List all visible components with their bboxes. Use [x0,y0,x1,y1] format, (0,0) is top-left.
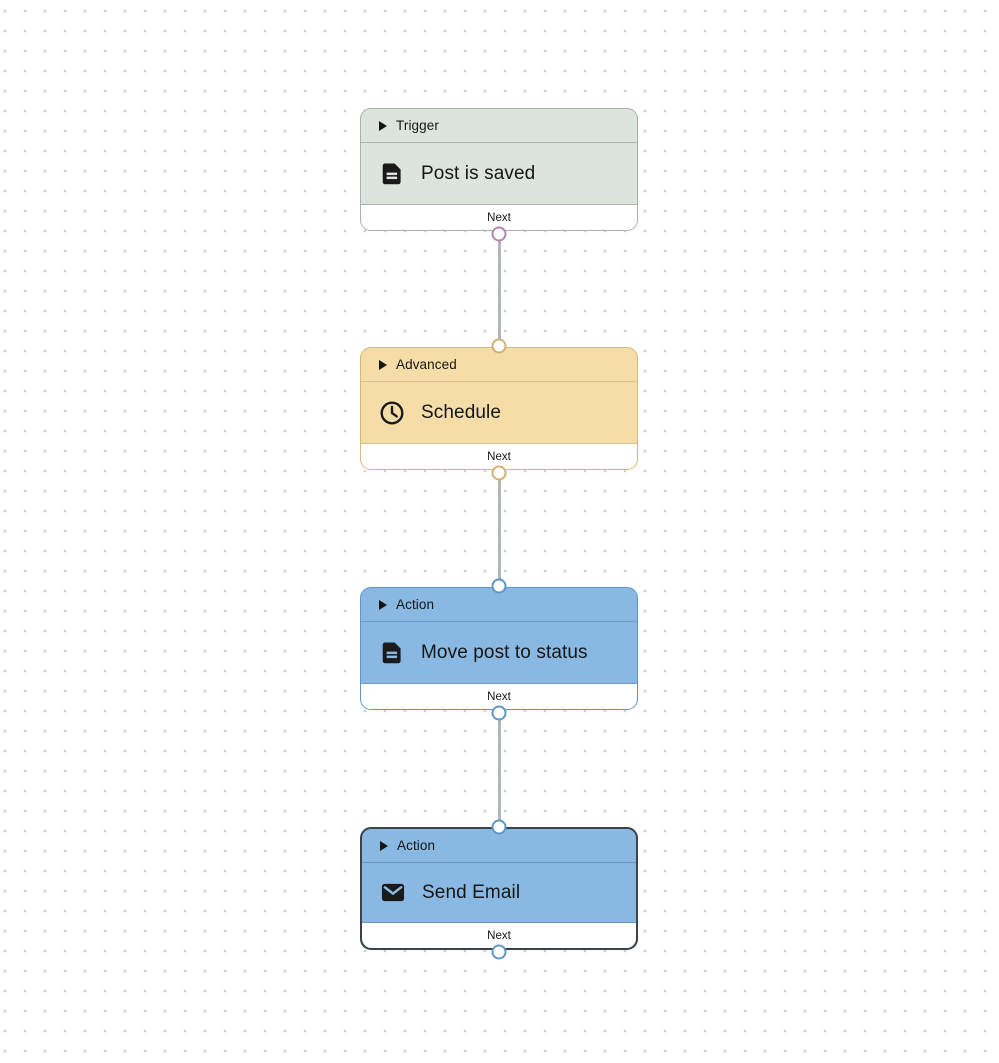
collapse-triangle-icon [379,359,387,370]
node-header[interactable]: Action [362,829,636,863]
node-category-label: Advanced [396,357,457,372]
clock-icon [379,400,405,426]
output-port[interactable] [491,705,507,721]
next-label: Next [487,211,511,224]
node-footer: Next [361,683,637,709]
collapse-triangle-icon [379,120,387,131]
node-title: Move post to status [421,641,588,663]
document-icon [379,161,405,187]
node-action-move-post-to-status[interactable]: Action Move post to status Next [360,578,638,721]
connector-edge [497,711,501,827]
next-label: Next [487,690,511,703]
node-header[interactable]: Trigger [361,109,637,143]
node-title: Schedule [421,401,502,423]
node-body[interactable]: Schedule [361,382,637,443]
node-header[interactable]: Action [361,588,637,622]
next-label: Next [487,450,511,463]
node-title: Post is saved [421,162,536,184]
connector-edge [497,231,501,347]
output-port[interactable] [491,944,507,960]
node-category-label: Action [397,838,436,853]
document-icon [379,640,405,666]
node-header[interactable]: Advanced [361,348,637,382]
node-advanced-schedule[interactable]: Advanced Schedule Next [360,338,638,481]
collapse-triangle-icon [380,840,388,851]
output-port[interactable] [491,226,507,242]
node-body[interactable]: Move post to status [361,622,637,683]
node-title: Send Email [422,881,521,903]
node-action-send-email[interactable]: Action Send Email Next [360,819,638,960]
input-port[interactable] [491,578,507,594]
node-body[interactable]: Send Email [362,863,636,922]
output-port[interactable] [491,465,507,481]
node-category-label: Trigger [396,118,439,133]
input-port[interactable] [491,338,507,354]
input-port[interactable] [491,819,507,835]
node-footer: Next [361,204,637,230]
node-footer: Next [362,922,636,948]
collapse-triangle-icon [379,599,387,610]
connector-edge [497,471,501,587]
email-icon [380,880,406,906]
node-trigger-post-is-saved[interactable]: Trigger Post is saved Next [360,108,638,242]
next-label: Next [487,929,511,942]
node-category-label: Action [396,597,435,612]
node-body[interactable]: Post is saved [361,143,637,204]
node-footer: Next [361,443,637,469]
